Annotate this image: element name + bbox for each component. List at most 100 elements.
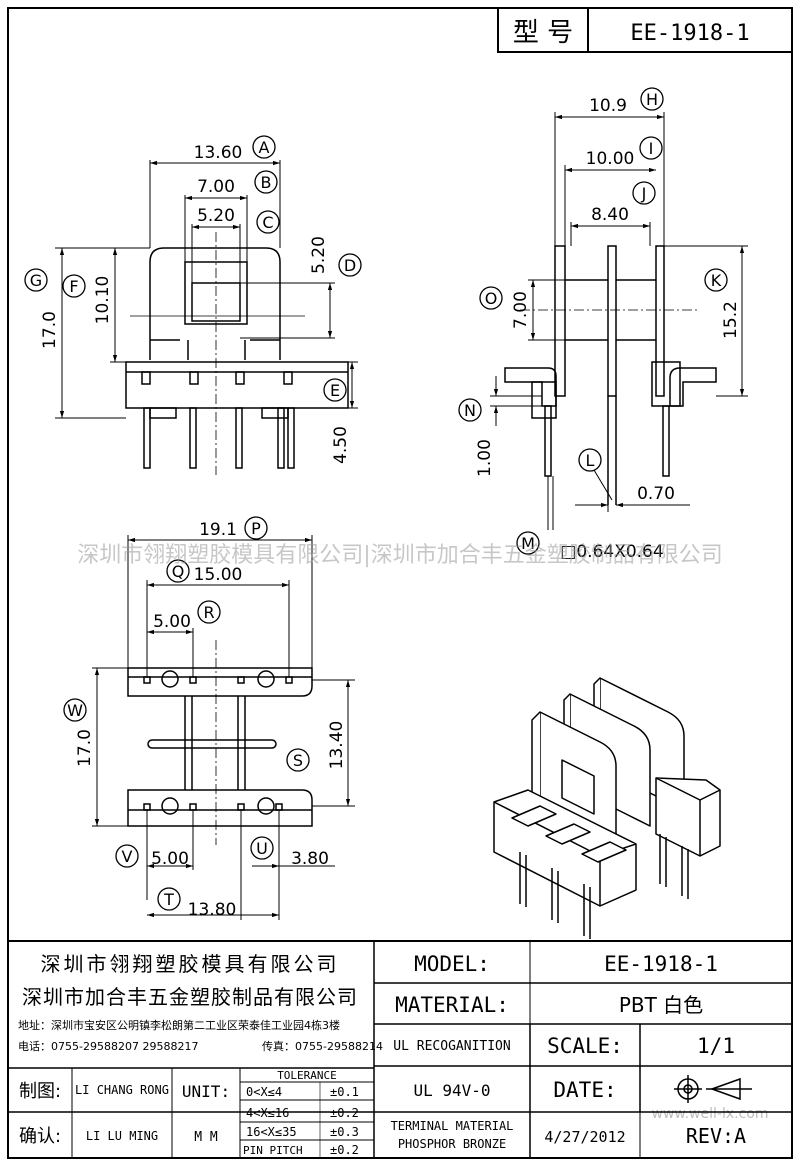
dim-E-value: 4.50 [331,426,351,464]
dim-S-letter: S [293,751,303,770]
dim-V-letter: V [122,847,133,866]
dim-G-circle [24,268,48,292]
company-name-2: 深圳市加合丰五金塑胶制品有限公司 [22,985,358,1009]
dim-Q-circle [166,559,190,583]
dim-K-letter: K [711,271,722,290]
dim-F-value: 10.10 [93,276,113,325]
dim-U-circle [250,836,274,860]
dim-I-circle [639,136,663,160]
dim-G-value: 17.0 [40,311,60,349]
terminal-material-line-2: PHOSPHOR BRONZE [398,1137,506,1151]
dim-D-letter: D [344,256,356,275]
bottom-view-labels: 19.1 P Q 15.00 5.00 R W 17.0 S 13.40 V 5… [63,516,347,920]
dim-K-circle [704,268,728,292]
title-block [8,940,792,1158]
dim-P-letter: P [251,519,261,538]
dim-D-value: 5.20 [309,236,329,274]
header-model-box: 型 号 EE-1918-1 [497,7,793,53]
dim-W-letter: W [67,701,83,720]
dim-F-letter: F [69,277,78,296]
scale-value: 1/1 [697,1034,735,1058]
dim-W-circle [63,698,87,722]
dim-R-value: 5.00 [153,612,191,632]
dim-B-value: 7.00 [197,177,235,197]
dim-M-letter: M [521,534,535,553]
dim-I-letter: I [649,139,654,158]
tolerance-value-1: ±0.1 [330,1085,359,1099]
projection-symbol-icon [674,1075,752,1103]
tolerance-range-3: 16<X≤35 [246,1125,297,1139]
dim-N-value: 1.00 [475,439,495,477]
dim-S-circle [286,748,310,772]
dim-J-letter: J [641,184,647,203]
dim-F-circle [62,274,86,298]
dim-C-letter: C [262,213,273,232]
dim-H-circle [640,87,664,111]
dim-P-value: 19.1 [199,520,237,540]
header-model-value: EE-1918-1 [630,21,749,46]
material-value: PBT 白色 [619,993,703,1017]
dim-K-value: 15.2 [721,301,741,339]
date-value: 4/27/2012 [544,1128,625,1146]
dim-L-circle [578,448,602,472]
dim-B-circle [254,170,278,194]
dim-M-value: □0.64X0.64 [560,542,663,562]
dim-O-value: 7.00 [511,291,531,329]
dim-Q-letter: Q [172,562,185,581]
scale-label: SCALE: [547,1034,623,1058]
dim-R-circle [197,600,221,624]
tolerance-title: TOLERANCE [277,1069,337,1082]
tolerance-value-3: ±0.3 [330,1125,359,1139]
isometric-view [493,677,721,939]
dim-P-circle [244,516,268,540]
front-view-labels: 13.60 A 7.00 B 5.20 C 5.20 D E 4.50 10.1… [24,135,362,464]
unit-label: UNIT: [182,1082,230,1101]
bottom-view [127,640,313,845]
side-view-labels: 10.9 H 10.00 I 8.40 J K 15.2 O 7.00 N 1.… [458,87,741,562]
dim-V-value: 5.00 [151,849,189,869]
dim-R-letter: R [203,603,214,622]
dim-M-circle [516,531,540,555]
company-name-1: 深圳市翎翔塑胶模具有限公司 [41,952,340,976]
company-address: 地址：深圳市宝安区公明镇李松朗第二工业区荣泰佳工业园4栋3楼 [18,1018,340,1032]
side-view [504,245,717,505]
front-view-dimensions [55,160,358,419]
dim-O-circle [479,286,503,310]
dim-H-value: 10.9 [589,96,627,116]
dim-L-letter: L [586,451,595,470]
side-view-dimensions [490,112,748,530]
dim-Q-value: 15.00 [194,565,243,585]
tolerance-range-4: PIN PITCH [243,1144,303,1157]
dim-A-value: 13.60 [194,143,243,163]
dim-T-value: 13.80 [188,900,237,920]
dim-O-letter: O [485,289,498,308]
revision-label: REV:A [686,1124,746,1148]
dim-T-circle [157,887,181,911]
sheet-border [7,7,793,1159]
dim-E-letter: E [330,381,340,400]
drawn-by-label: 制图: [19,1081,61,1102]
dim-V-circle [115,844,139,868]
dim-C-circle [256,210,280,234]
terminal-material-line-1: TERMINAL MATERIAL [391,1119,514,1133]
tolerance-range-2: 4<X≤16 [246,1106,289,1120]
date-label: DATE: [553,1078,616,1102]
watermark-site: www.well-lx.com [652,1106,769,1122]
dim-G-letter: G [30,271,42,290]
ul-value: UL 94V-0 [413,1081,490,1100]
dim-L-value: 0.70 [637,484,675,504]
company-fax: 传真：0755-29588214 [262,1039,383,1053]
dim-W-value: 17.0 [75,729,95,767]
front-view [125,232,349,475]
header-model-label: 型 号 [513,18,573,48]
dim-A-circle [252,135,276,159]
tolerance-value-4: ±0.2 [330,1143,359,1157]
dim-U-value: 3.80 [291,849,329,869]
model-value: EE-1918-1 [604,952,718,976]
ul-label: UL RECOGANITION [393,1039,510,1054]
dim-S-value: 13.40 [327,721,347,770]
watermark-text: 深圳市翎翔塑胶模具有限公司|深圳市加合丰五金塑胶制品有限公司 [77,543,722,568]
company-phone: 电话：0755-29588207 29588217 [18,1040,198,1053]
dim-C-value: 5.20 [197,206,235,226]
dim-A-letter: A [259,138,270,157]
